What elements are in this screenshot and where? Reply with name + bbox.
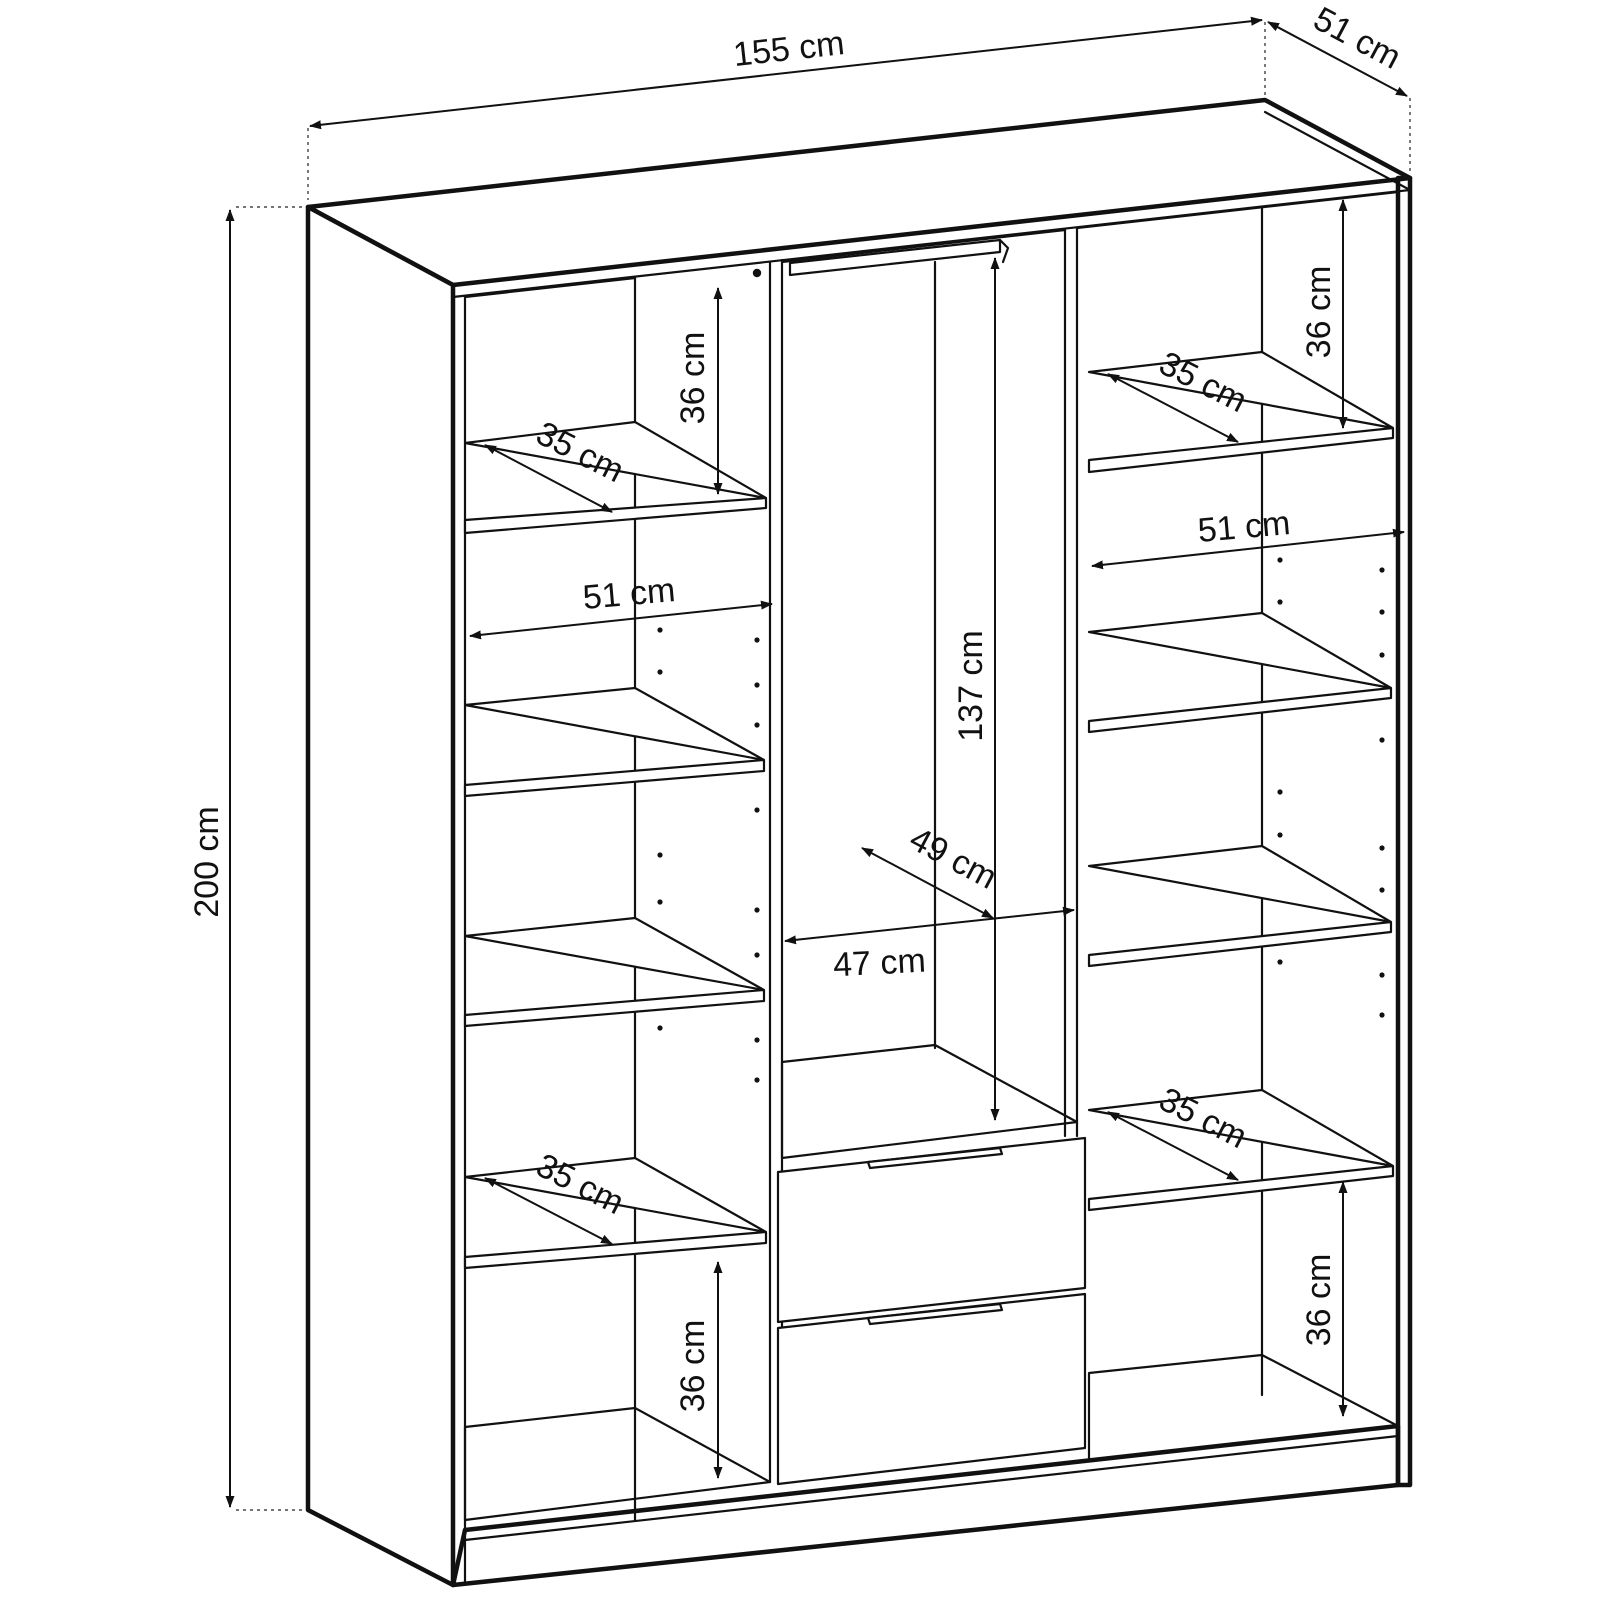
width-dimension-line bbox=[309, 16, 1263, 130]
left-shelf-3 bbox=[463, 916, 766, 1028]
right-side-panel bbox=[1395, 175, 1413, 1488]
right-shelf-1 bbox=[1087, 350, 1395, 474]
depth-label: 51 cm bbox=[1307, 0, 1407, 77]
center-depth-line bbox=[861, 847, 994, 919]
bottom-plinth bbox=[450, 1423, 1401, 1588]
right-top-shelf-depth-line bbox=[1107, 373, 1239, 443]
center-depth-label: 49 cm bbox=[903, 820, 1003, 897]
right-shelf-pin-holes bbox=[1277, 557, 1385, 1018]
right-shelf-4 bbox=[1087, 1088, 1395, 1212]
rail-bracket bbox=[998, 238, 1010, 264]
right-bottom-floor bbox=[1087, 1353, 1400, 1462]
drawer-2 bbox=[776, 1292, 1087, 1486]
left-inner-depth-label: 51 cm bbox=[581, 571, 677, 617]
left-dimensions: 36 cm 35 cm 51 cm 35 cm 36 cm bbox=[469, 287, 773, 1479]
left-compartment bbox=[463, 258, 784, 1522]
left-back-top bbox=[463, 276, 637, 299]
center-dimensions: 137 cm 49 cm 47 cm bbox=[784, 257, 1075, 1121]
left-bottom-shelf-depth-label: 35 cm bbox=[530, 1146, 630, 1222]
right-bottom-shelf-depth-label: 35 cm bbox=[1153, 1080, 1253, 1156]
center-top-front bbox=[780, 228, 1067, 264]
drawer-1 bbox=[776, 1136, 1087, 1324]
right-dimensions: 36 cm 35 cm 51 cm 35 cm 36 cm bbox=[1091, 199, 1405, 1417]
right-inner-depth-line bbox=[1091, 528, 1405, 570]
center-floor bbox=[780, 1043, 1079, 1160]
right-shelf-3 bbox=[1087, 844, 1393, 968]
right-inner-depth-label: 51 cm bbox=[1196, 504, 1292, 550]
bottom-left-edge bbox=[306, 1508, 455, 1587]
right-side-top-edge bbox=[1263, 110, 1412, 192]
left-bottom-floor bbox=[463, 1406, 772, 1522]
depth-dimension-line bbox=[1267, 21, 1408, 97]
left-shelf-2 bbox=[463, 686, 766, 798]
left-top-shelf-depth-line bbox=[484, 444, 613, 513]
drawer-1-handle bbox=[866, 1146, 1004, 1170]
cabinet-body bbox=[305, 97, 1413, 1588]
center-compartment bbox=[776, 226, 1087, 1486]
right-top-gap-label: 36 cm bbox=[1300, 266, 1338, 359]
plinth-top-edge bbox=[463, 1434, 1400, 1542]
left-side-panel bbox=[305, 204, 456, 1588]
right-top-front bbox=[1075, 190, 1400, 230]
left-inner-depth-line bbox=[469, 600, 773, 640]
left-bottom-shelf-depth-line bbox=[484, 1177, 613, 1245]
right-shelf-2 bbox=[1087, 611, 1393, 734]
hanging-rail bbox=[788, 238, 1002, 277]
center-width-label: 47 cm bbox=[832, 942, 926, 985]
right-bottom-gap-label: 36 cm bbox=[1300, 1254, 1338, 1347]
drawer-2-handle bbox=[866, 1302, 1004, 1326]
center-width-line bbox=[784, 906, 1075, 945]
left-bottom-gap-label: 36 cm bbox=[674, 1320, 712, 1413]
right-bottom-shelf-depth-line bbox=[1107, 1111, 1239, 1181]
center-height-label: 137 cm bbox=[952, 630, 990, 742]
height-label: 200 cm bbox=[188, 806, 226, 918]
left-top-gap-label: 36 cm bbox=[674, 332, 712, 425]
width-label: 155 cm bbox=[731, 24, 846, 74]
